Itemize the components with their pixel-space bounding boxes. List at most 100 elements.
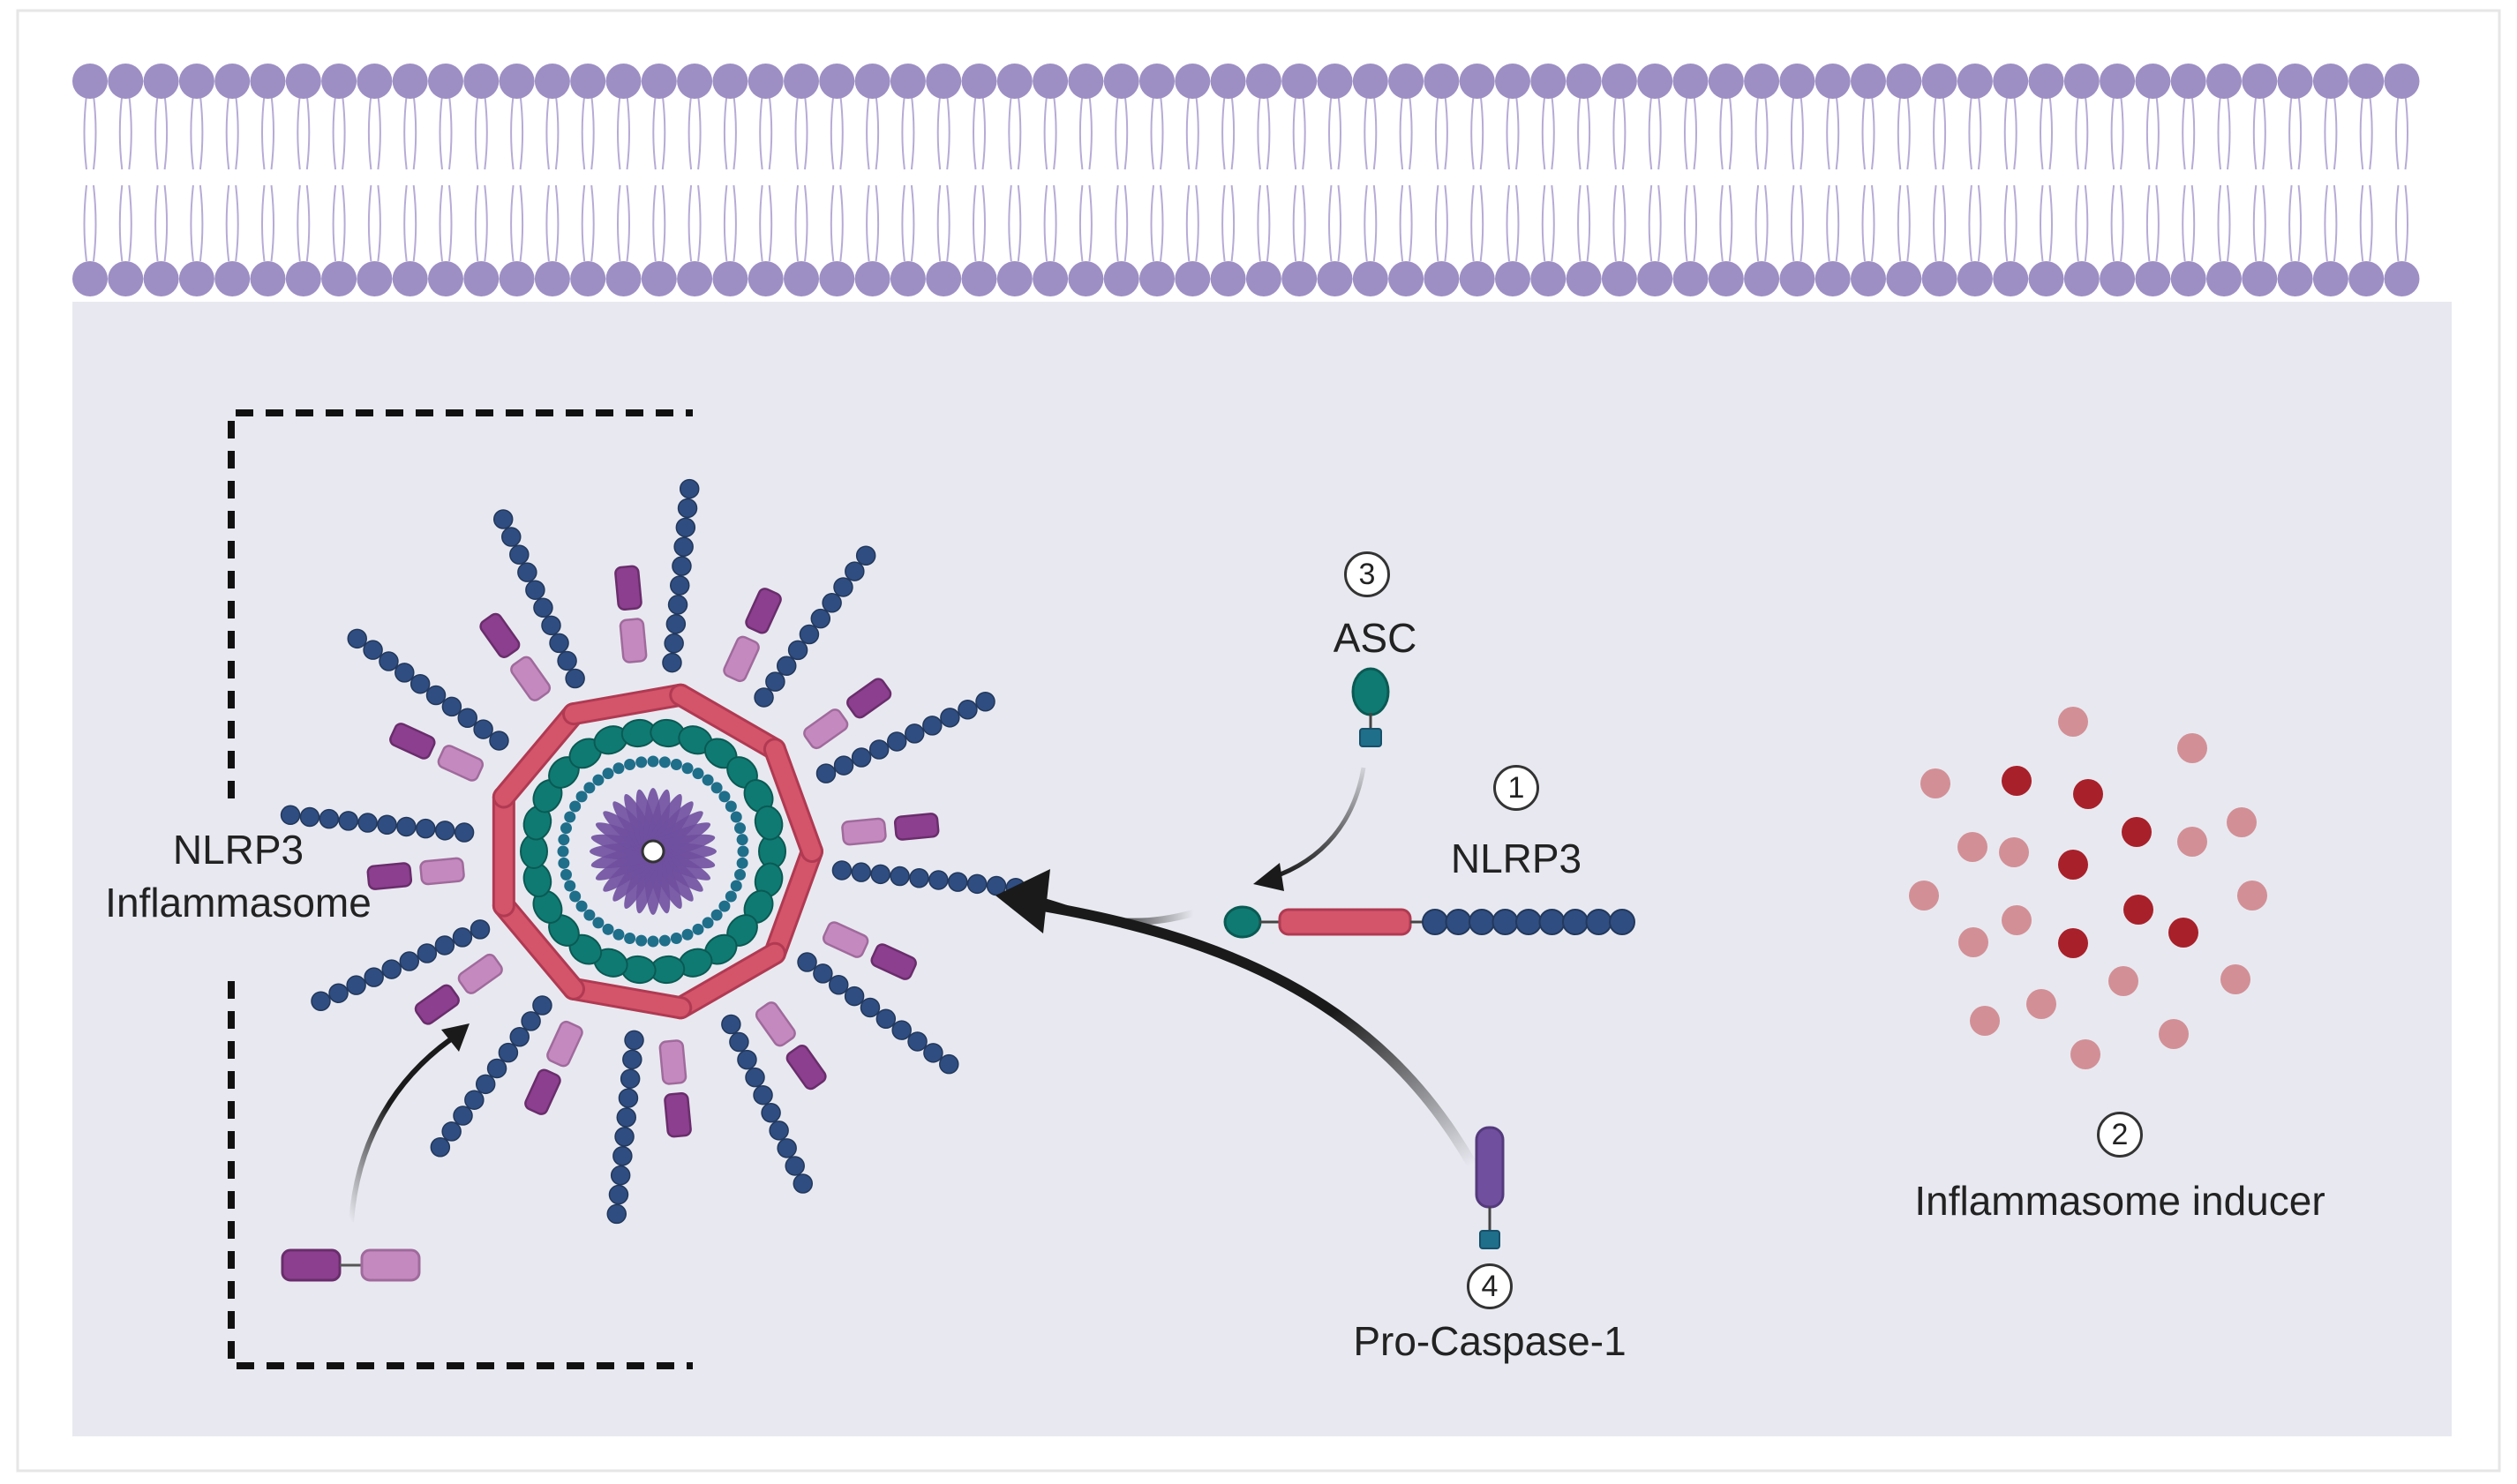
asc-bead <box>558 834 570 846</box>
lipid-head <box>463 64 500 99</box>
lipid-tail <box>2359 184 2373 262</box>
caspase-domain <box>755 1001 796 1047</box>
lrr-bead <box>492 509 514 529</box>
lipid-tail <box>1861 184 1875 262</box>
inducer-particle <box>2237 881 2267 911</box>
lipid-head <box>1851 64 1886 99</box>
pro-caspase-1-label: Pro-Caspase-1 <box>1353 1318 1627 1364</box>
lipid-head <box>1245 261 1281 296</box>
lipid-tail <box>1185 184 1199 262</box>
caspase-domain <box>614 565 642 611</box>
lipid-tail <box>2040 184 2053 262</box>
nacht-segment <box>765 740 821 860</box>
lipid-head <box>996 261 1033 296</box>
lipid-tail <box>1008 94 1022 170</box>
lipid-head <box>1708 261 1744 296</box>
lipid-head <box>2277 64 2313 99</box>
lipid-tail <box>439 184 453 262</box>
nlrp3-inflammasome-label-line2: Inflammasome <box>105 880 372 926</box>
lipid-tail <box>1434 184 1448 262</box>
lipid-head <box>357 261 393 296</box>
caspase-domain <box>822 921 869 958</box>
lipid-head <box>2206 64 2242 99</box>
lipid-head <box>357 64 393 99</box>
asc-bead <box>647 935 659 948</box>
lipid-tail <box>154 184 169 262</box>
inducer-particle <box>2070 1039 2100 1069</box>
lrr-bead <box>606 1203 627 1225</box>
nlrp3-molecule <box>1223 905 1635 939</box>
lipid-tail <box>261 184 274 262</box>
lipid-head <box>2170 64 2206 99</box>
caspase-domain <box>841 817 887 846</box>
arrow-head-large <box>996 869 1050 933</box>
lipid-tail <box>1434 94 1448 170</box>
lipid-head <box>321 64 357 99</box>
lipid-head <box>1033 64 1069 99</box>
lrr-bead <box>777 1138 797 1158</box>
lrr-bead <box>464 1090 485 1110</box>
lipid-tail <box>1684 94 1697 170</box>
lipid-tail <box>1115 94 1129 170</box>
lrr-bead <box>833 577 853 597</box>
lrr-bead <box>608 1184 629 1205</box>
lipid-tail <box>723 184 737 262</box>
lrr-bead <box>1515 909 1542 935</box>
lipid-tail <box>474 94 488 170</box>
asc-bead <box>564 880 576 892</box>
inflammasome-bracket-top <box>228 409 693 798</box>
lrr-bead <box>907 1031 928 1052</box>
lipid-tail <box>973 94 986 170</box>
lipid-head <box>72 261 108 296</box>
lrr-bead <box>501 527 522 547</box>
lipid-head <box>2100 261 2136 296</box>
lipid-head <box>748 261 784 296</box>
lrr-bead <box>729 1031 749 1053</box>
lipid-head <box>392 261 428 296</box>
caspase-domain <box>546 1020 583 1068</box>
inducer-particle <box>1920 768 1950 798</box>
lrr-bead <box>815 763 837 783</box>
lipid-head <box>1957 64 1993 99</box>
asc-bead <box>718 900 731 912</box>
lipid-tail <box>936 184 950 262</box>
lipid-tail <box>1470 184 1484 262</box>
lrr-bead <box>473 719 493 739</box>
lipid-tail <box>1719 94 1733 170</box>
asc-bead <box>737 845 749 858</box>
lrr-bead <box>533 597 553 618</box>
arrow-asc-to-nlrp3 <box>1270 767 1366 881</box>
lipid-tail <box>759 184 773 262</box>
asc-bead <box>730 811 742 823</box>
caspase-domain <box>870 943 917 980</box>
lipid-tail <box>2324 184 2338 262</box>
lrr-bead <box>489 731 509 751</box>
pyd-domain <box>754 805 784 841</box>
lipid-head <box>392 64 428 99</box>
caspase-domain <box>893 813 940 841</box>
lrr-bead <box>299 806 320 828</box>
asc-bead <box>734 822 747 835</box>
lrr-bead <box>966 873 988 895</box>
lipid-tail <box>1008 184 1022 262</box>
lipid-tail <box>190 184 204 262</box>
lrr-bead <box>357 813 378 833</box>
lipid-tail <box>652 94 666 170</box>
asc-bead <box>612 762 625 775</box>
asc-bead <box>725 800 737 813</box>
lrr-bead <box>662 652 682 673</box>
step-2-badge: 2 <box>2097 1112 2143 1158</box>
lrr-bead <box>737 1049 757 1070</box>
lrr-bead <box>667 595 688 615</box>
inducer-particle <box>2227 807 2257 837</box>
inducer-particle <box>2177 733 2207 763</box>
lipid-tail <box>1221 94 1236 170</box>
lrr-bead <box>905 723 925 744</box>
asc-bead <box>736 857 748 869</box>
caspase-domain <box>389 723 436 760</box>
inducer-particle <box>2058 850 2088 880</box>
caspase-domain <box>457 953 503 994</box>
lrr-bead <box>909 867 929 888</box>
lipid-head <box>819 64 855 99</box>
lrr-bead <box>940 708 960 728</box>
